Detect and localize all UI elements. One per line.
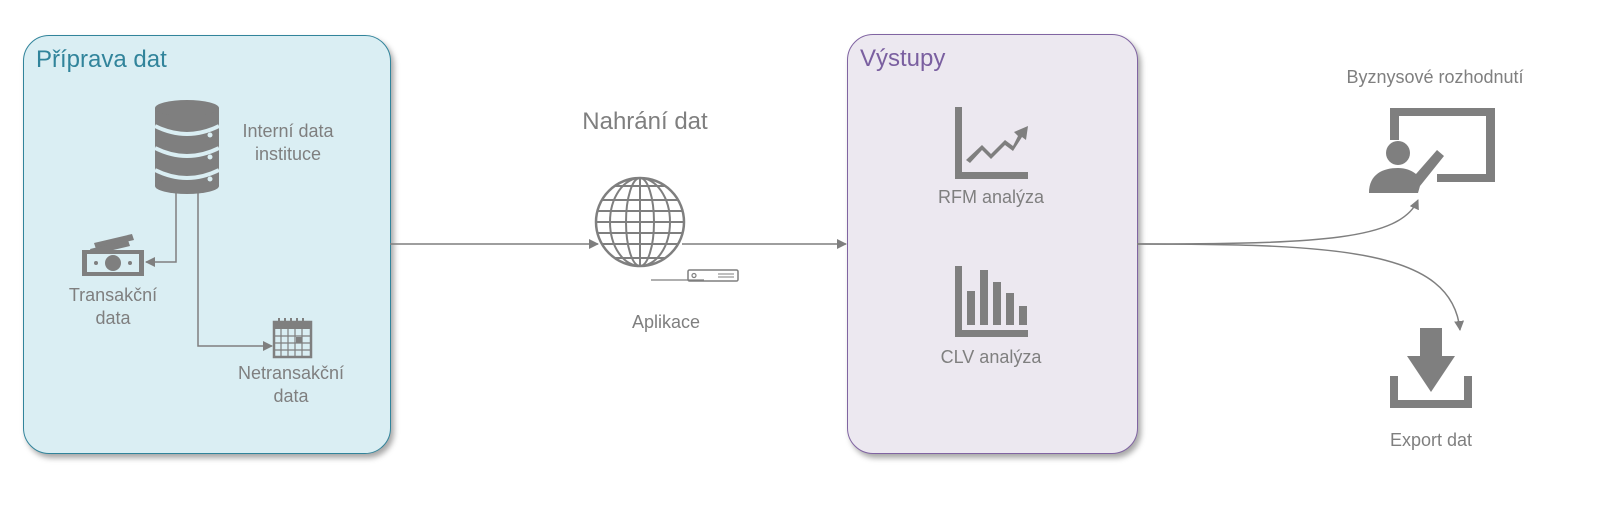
internal-data-label: Interní data instituce (242, 121, 334, 164)
rfm-analysis-label: RFM analýza (937, 187, 1045, 207)
download-icon (1390, 328, 1472, 408)
connector-db-to-nontransaction (197, 188, 273, 351)
application-label: Aplikace (631, 312, 701, 332)
bar-chart-icon (955, 266, 1028, 337)
business-decision-label: Byznysové rozhodnutí (1346, 67, 1524, 87)
clv-analysis-label: CLV analýza (940, 347, 1042, 367)
outputs-title: Výstupy (860, 45, 946, 72)
data-preparation-title: Příprava dat (36, 46, 167, 73)
server-icon (687, 269, 739, 282)
globe-icon (594, 176, 686, 268)
transaction-data-label: Transakční data (68, 285, 158, 328)
database-icon (154, 100, 220, 194)
connectors (145, 188, 1465, 351)
line-chart-icon (955, 107, 1028, 179)
data-upload-label: Nahrání dat (582, 108, 708, 135)
connector-outputs-to-decision (1136, 199, 1419, 245)
money-icon (82, 234, 144, 276)
outputs-panel: Výstupy (847, 34, 1138, 454)
connector-db-to-transaction (145, 188, 177, 267)
data-export-label: Export dat (1389, 430, 1473, 450)
calendar-icon (272, 318, 313, 359)
nontransaction-data-label: Netransakční data (237, 363, 345, 406)
connector-outputs-to-export (1136, 243, 1465, 331)
presentation-icon (1369, 108, 1495, 193)
